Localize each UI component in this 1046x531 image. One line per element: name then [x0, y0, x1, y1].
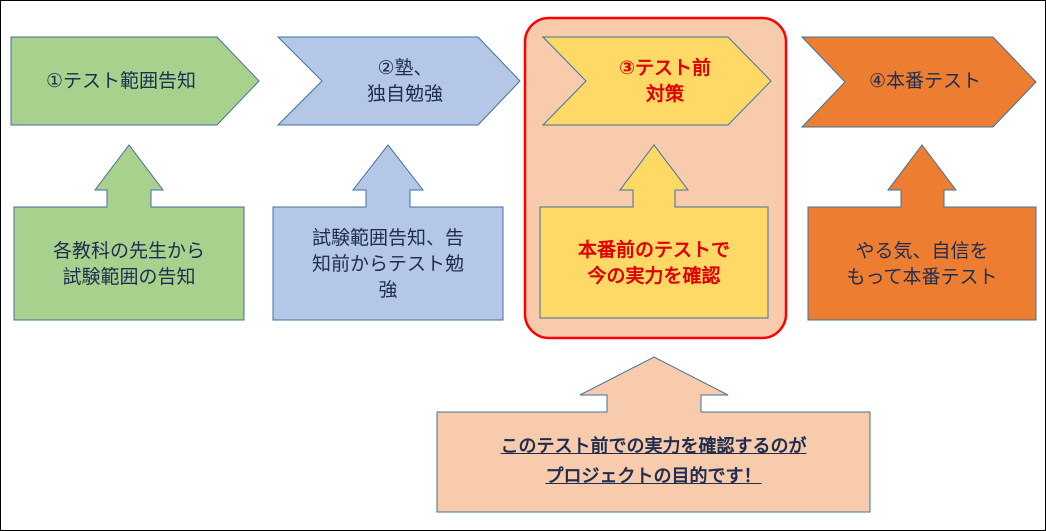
step4-callout-arrow [807, 144, 1037, 321]
step1-arrow [10, 36, 260, 126]
step3-chevron [541, 36, 772, 126]
step2-chevron [276, 36, 521, 126]
step1-callout-arrow [13, 144, 245, 321]
step1-label: ①テスト範囲告知 [45, 70, 197, 92]
purpose-callout-arrow [436, 356, 871, 513]
step2-callout-arrow [272, 144, 504, 321]
step3-detail: 本番前のテストで 今の実力を確認 [577, 238, 730, 287]
step2-label: ②塾、 独自勉強 [366, 57, 443, 105]
step2-detail: 試験範囲告知、告 知前からテスト勉 強 [311, 226, 464, 301]
step3-callout-arrow [539, 144, 769, 319]
step4-detail: やる気、自信を もって本番テスト [846, 239, 998, 288]
purpose-text: このテスト前での実力を確認するのが プロジェクトの目的です！ [500, 436, 807, 487]
step1-detail: 各教科の先生から 試験範囲の告知 [52, 239, 205, 288]
step3-label: ③テスト前 対策 [618, 57, 712, 105]
step4-chevron [800, 36, 1037, 128]
step4-label: ④本番テスト [868, 70, 982, 92]
